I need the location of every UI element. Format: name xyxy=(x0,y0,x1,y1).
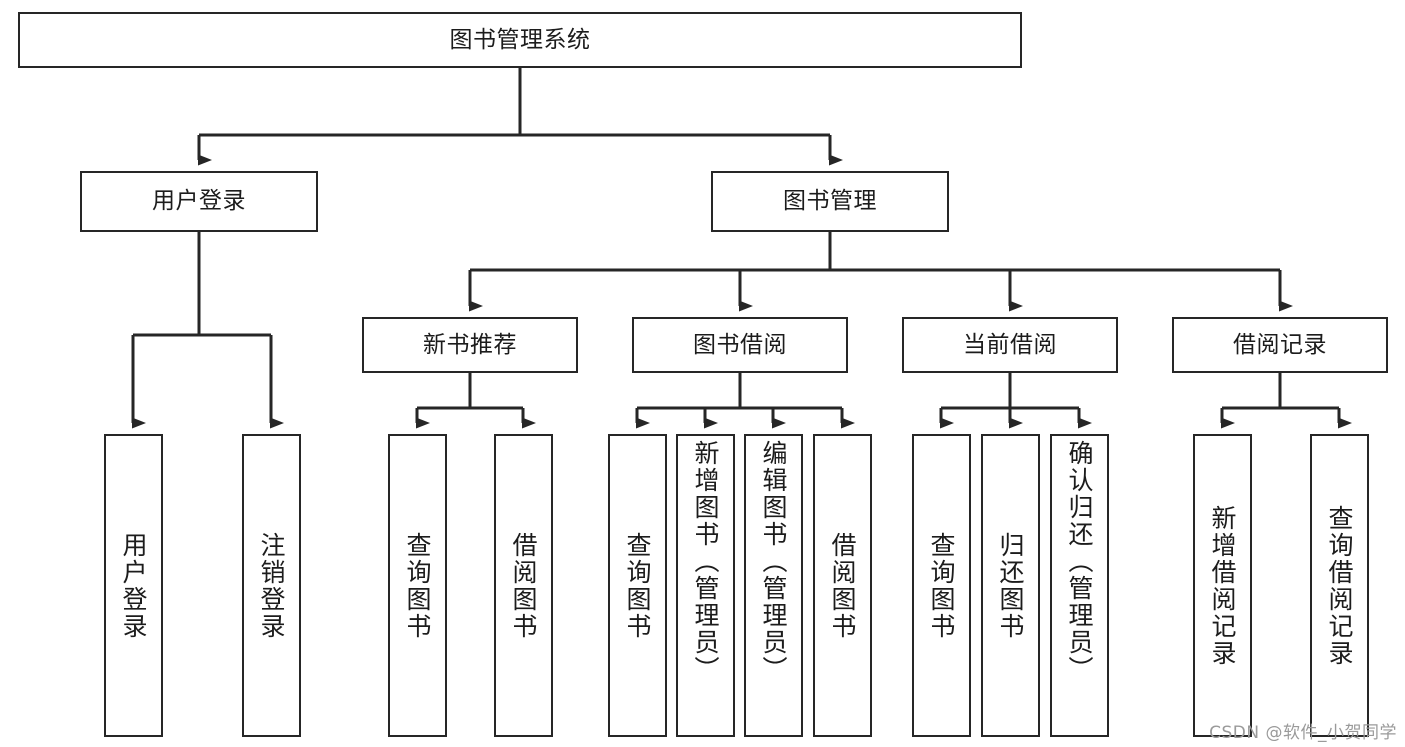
node-label: 确认归还（管理员） xyxy=(1065,440,1094,683)
node-new-book-recommend[interactable]: 新书推荐 xyxy=(362,317,578,373)
node-label: 新增借阅记录 xyxy=(1208,504,1237,667)
leaf-borrow-book-borrow[interactable]: 借阅图书 xyxy=(813,434,872,737)
node-label: 编辑图书（管理员） xyxy=(759,440,788,683)
leaf-add-borrow-record[interactable]: 新增借阅记录 xyxy=(1193,434,1252,737)
leaf-return-book[interactable]: 归还图书 xyxy=(981,434,1040,737)
leaf-confirm-return-admin[interactable]: 确认归还（管理员） xyxy=(1050,434,1109,737)
node-label: 查询图书 xyxy=(403,531,432,640)
leaf-query-book-borrow[interactable]: 查询图书 xyxy=(608,434,667,737)
leaf-query-book-current[interactable]: 查询图书 xyxy=(912,434,971,737)
node-label: 当前借阅 xyxy=(963,331,1057,358)
node-label: 新增图书（管理员） xyxy=(691,440,720,683)
node-label: 归还图书 xyxy=(996,531,1025,640)
watermark-text: CSDN @软件_小贺同学 xyxy=(1209,723,1397,743)
leaf-user-login[interactable]: 用户登录 xyxy=(104,434,163,737)
node-label: 查询借阅记录 xyxy=(1325,504,1354,667)
node-user-login[interactable]: 用户登录 xyxy=(80,171,318,232)
leaf-query-borrow-record[interactable]: 查询借阅记录 xyxy=(1310,434,1369,737)
node-label: 用户登录 xyxy=(152,188,246,215)
node-book-borrow[interactable]: 图书借阅 xyxy=(632,317,848,373)
leaf-edit-book-admin[interactable]: 编辑图书（管理员） xyxy=(744,434,803,737)
leaf-borrow-book-recommend[interactable]: 借阅图书 xyxy=(494,434,553,737)
node-label: 图书管理系统 xyxy=(449,26,591,53)
node-borrow-record[interactable]: 借阅记录 xyxy=(1172,317,1388,373)
node-root-system[interactable]: 图书管理系统 xyxy=(18,12,1022,68)
node-label: 图书管理 xyxy=(783,188,877,215)
node-label: 查询图书 xyxy=(623,531,652,640)
node-label: 图书借阅 xyxy=(693,331,787,358)
node-label: 用户登录 xyxy=(119,531,148,640)
leaf-add-book-admin[interactable]: 新增图书（管理员） xyxy=(676,434,735,737)
node-label: 借阅图书 xyxy=(828,531,857,640)
node-label: 借阅记录 xyxy=(1233,331,1327,358)
node-label: 新书推荐 xyxy=(423,331,517,358)
node-book-manage[interactable]: 图书管理 xyxy=(711,171,949,232)
leaf-logout[interactable]: 注销登录 xyxy=(242,434,301,737)
node-current-borrow[interactable]: 当前借阅 xyxy=(902,317,1118,373)
node-label: 借阅图书 xyxy=(509,531,538,640)
node-label: 注销登录 xyxy=(257,531,286,640)
leaf-query-book-recommend[interactable]: 查询图书 xyxy=(388,434,447,737)
node-label: 查询图书 xyxy=(927,531,956,640)
